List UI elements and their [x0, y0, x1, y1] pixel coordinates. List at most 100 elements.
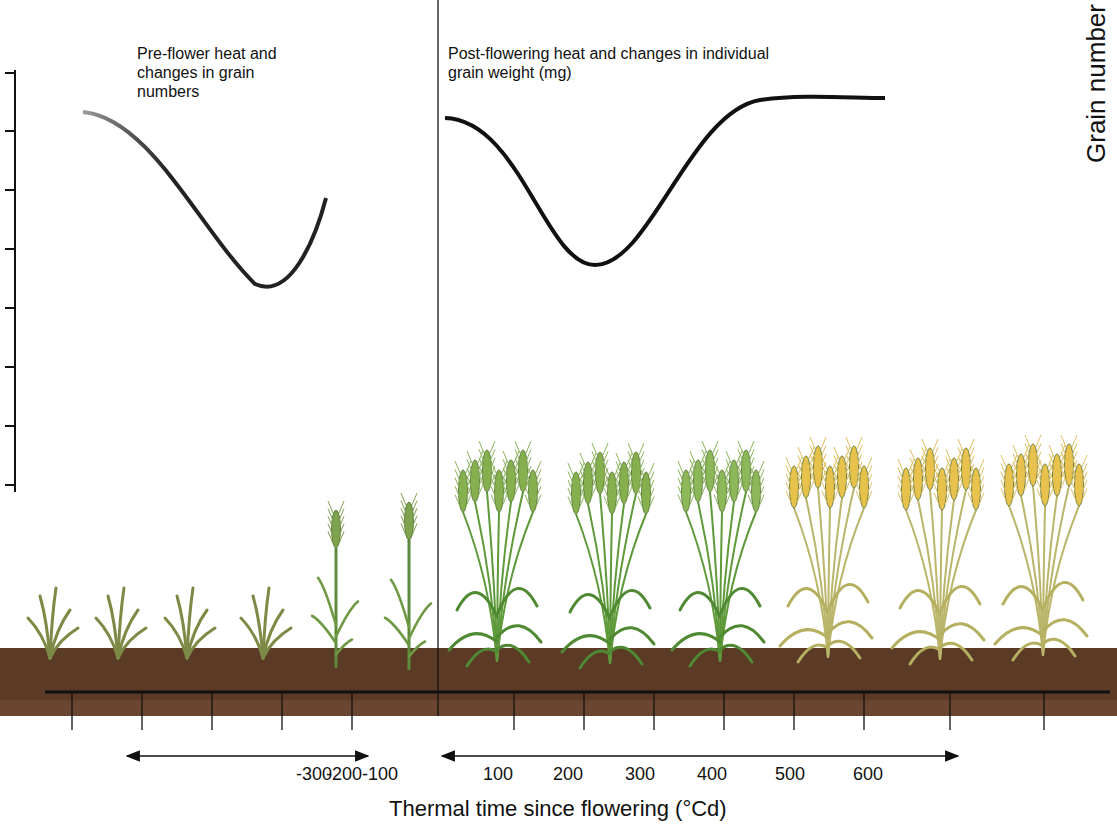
plant-stroke — [798, 481, 803, 493]
plant-stroke — [834, 481, 839, 493]
panel-heading: Pre-flower heat and changes in grain num… — [137, 44, 297, 102]
plant-stroke — [845, 481, 850, 493]
plant-stroke — [118, 628, 146, 658]
plant-stroke — [690, 485, 695, 497]
plant-stroke — [412, 523, 417, 535]
plant-stroke — [649, 497, 654, 509]
plant-stroke — [580, 487, 585, 499]
plant-stroke — [391, 580, 409, 628]
plant-stroke — [810, 471, 815, 483]
axis-tick — [583, 692, 584, 730]
plant-stroke — [491, 495, 496, 507]
plant-stroke — [678, 495, 683, 507]
plant-stroke — [409, 642, 425, 657]
plant-stroke — [515, 475, 520, 487]
plant-stroke — [940, 586, 980, 612]
plant-stroke — [738, 475, 743, 487]
plant-stroke — [401, 523, 406, 535]
tick-label: 300 — [625, 764, 655, 786]
plant-stroke — [638, 497, 643, 509]
plant-stroke — [177, 596, 187, 658]
plant-stroke — [828, 584, 868, 610]
plant-stroke — [940, 624, 984, 640]
axis-tick — [71, 692, 72, 730]
plant-stroke — [748, 495, 753, 507]
plant-stroke — [568, 497, 573, 509]
plant-stroke — [921, 483, 926, 495]
plant-stroke — [846, 471, 851, 483]
plant-stroke — [822, 491, 827, 503]
time-ticks — [72, 692, 1044, 730]
axis-tick — [351, 692, 352, 730]
plant-stroke — [263, 628, 291, 658]
plant-stroke — [502, 495, 507, 507]
plant-stroke — [497, 492, 523, 662]
grain-weight-curve — [445, 97, 885, 265]
plant-stroke — [50, 628, 78, 658]
plant-stroke — [592, 477, 597, 489]
plant-stroke — [328, 531, 333, 543]
plant-stroke — [979, 493, 984, 505]
plant-stroke — [1013, 479, 1018, 491]
plant-stroke — [689, 495, 694, 507]
plant-stroke — [940, 490, 966, 660]
axis-tick — [141, 692, 142, 730]
plant-stroke — [591, 487, 596, 499]
plant-stroke — [336, 602, 358, 637]
plant-stroke — [1012, 489, 1017, 501]
plant-stroke — [449, 634, 497, 650]
plant-stroke — [336, 640, 352, 655]
plant-stroke — [1048, 489, 1053, 501]
axis-tick — [281, 692, 282, 730]
axis-tick — [949, 692, 950, 730]
tick-label: 400 — [697, 764, 727, 786]
axis-tick — [723, 692, 724, 730]
plant-stroke — [497, 626, 541, 642]
plant-stroke — [1049, 479, 1054, 491]
plant-stroke — [797, 491, 802, 503]
plant-stroke — [898, 493, 903, 505]
plant-stroke — [1061, 469, 1066, 481]
y-axis — [5, 70, 15, 492]
plant-stroke — [525, 495, 530, 507]
plant-stroke — [940, 510, 976, 660]
axis-title: Grain number — [1081, 4, 1112, 163]
plant-stroke — [828, 508, 864, 658]
plant-stroke — [690, 649, 720, 666]
plant-stroke — [497, 645, 529, 662]
plant-stroke — [720, 492, 746, 662]
tick-label: -200 — [326, 764, 362, 786]
plant-stroke — [628, 477, 633, 489]
tick-label: 100 — [483, 764, 513, 786]
plant-stroke — [910, 647, 940, 664]
plant-stroke — [497, 512, 533, 662]
plant-stroke — [385, 618, 409, 646]
plant-stroke — [788, 589, 828, 613]
plant-stroke — [457, 593, 497, 617]
plant-stroke — [702, 475, 707, 487]
plant-stroke — [828, 641, 860, 658]
plant-stroke — [946, 483, 951, 495]
plant-stroke — [187, 628, 215, 658]
plant-stroke — [339, 531, 344, 543]
plant-stroke — [466, 495, 471, 507]
range-arrow — [127, 755, 368, 757]
plant-stroke — [467, 649, 497, 666]
plant-stroke — [610, 590, 650, 616]
plant-stroke — [1001, 489, 1006, 501]
plant-stroke — [786, 491, 791, 503]
plant-stroke — [610, 628, 654, 644]
plant-stroke — [580, 651, 610, 668]
panel-heading: Post-flowering heat and changes in indiv… — [448, 44, 788, 82]
plant-stroke — [995, 628, 1043, 644]
plant-stroke — [934, 493, 939, 505]
plant-stroke — [798, 645, 828, 662]
plant-stroke — [570, 595, 610, 619]
range-arrow — [442, 755, 958, 757]
axis-tick — [1043, 692, 1044, 730]
plant-stroke — [737, 485, 742, 497]
wheat-plants — [28, 435, 1087, 670]
plant-stroke — [604, 497, 609, 509]
plant-stroke — [828, 622, 872, 638]
